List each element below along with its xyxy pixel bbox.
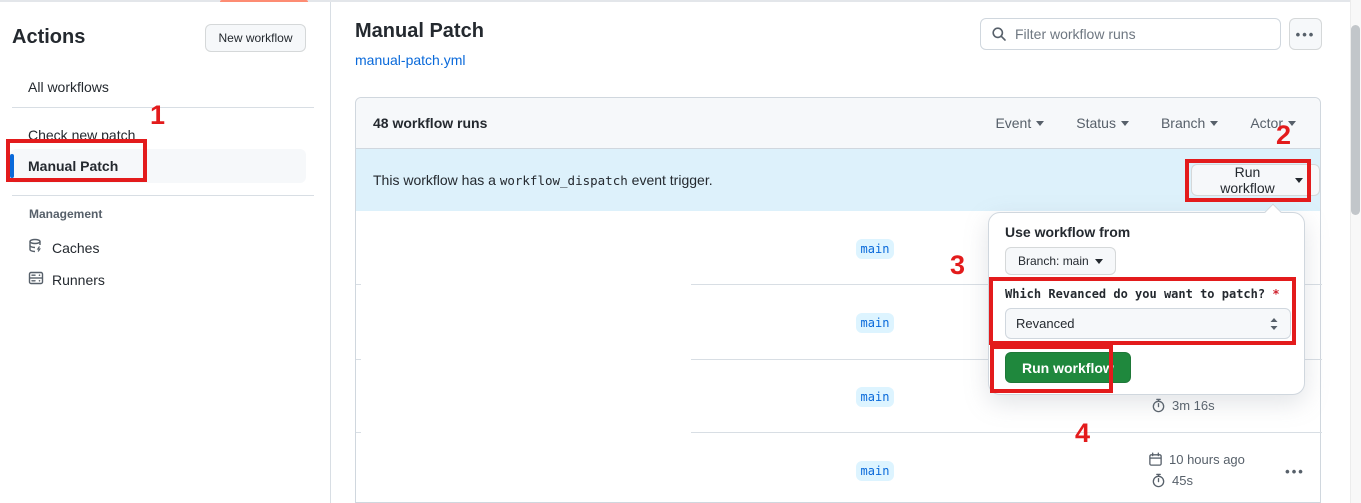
runs-filter-menus: Event Status Branch Actor: [995, 115, 1296, 131]
row-divider: [356, 359, 361, 360]
scrollbar-thumb[interactable]: [1351, 25, 1360, 215]
run-duration-label: 45s: [1172, 473, 1193, 488]
sidebar-divider: [12, 107, 314, 108]
search-icon: [991, 26, 1007, 42]
banner-text-before: This workflow has a: [373, 172, 500, 188]
stopwatch-icon: [1151, 473, 1166, 488]
workflow-input-label: Which Revanced do you want to patch? *: [1005, 287, 1280, 301]
nav-bottom-border: [0, 0, 1361, 2]
sidebar-item-manual-patch[interactable]: [10, 149, 306, 183]
actor-filter-label: Actor: [1250, 115, 1283, 131]
branch-badge[interactable]: main: [856, 461, 894, 481]
run-workflow-popup: Use workflow from Branch: main Which Rev…: [988, 203, 1305, 395]
chevron-down-icon: [1120, 120, 1129, 126]
run-row-kebab-button[interactable]: •••: [1278, 458, 1312, 484]
kebab-horizontal-icon: •••: [1285, 463, 1305, 479]
sidebar-item-runners[interactable]: Runners: [28, 270, 105, 289]
sidebar-title: Actions: [12, 26, 86, 48]
banner-code-text: workflow_dispatch: [499, 173, 628, 188]
branch-badge[interactable]: main: [856, 387, 894, 407]
workflow-input-label-text: Which Revanced do you want to patch?: [1005, 287, 1266, 301]
chevron-down-icon: [1295, 177, 1303, 183]
row-divider: [356, 432, 361, 433]
revanced-select[interactable]: Revanced: [1005, 308, 1291, 339]
stopwatch-icon: [1151, 398, 1166, 413]
run-timestamp: 10 hours ago: [1148, 452, 1245, 467]
sidebar-divider: [12, 195, 314, 196]
annotation-number-3: 3: [950, 250, 966, 280]
required-asterisk: *: [1272, 287, 1280, 301]
workflow-dispatch-banner: This workflow has a workflow_dispatch ev…: [356, 149, 1320, 211]
popup-run-workflow-button[interactable]: Run workflow: [1005, 352, 1131, 383]
annotation-number-4: 4: [1075, 418, 1091, 448]
server-icon: [28, 270, 44, 289]
run-workflow-dropdown-button[interactable]: Run workflow: [1191, 164, 1320, 196]
chevron-down-icon: [1094, 258, 1103, 264]
runs-list-header: 48 workflow runs Event Status Branch Act…: [356, 98, 1320, 149]
status-filter-dropdown[interactable]: Status: [1076, 115, 1129, 131]
branch-filter-label: Branch: [1160, 115, 1206, 131]
annotation-number-2: 2: [1276, 120, 1292, 150]
row-divider: [691, 432, 1322, 433]
run-duration: 3m 16s: [1151, 398, 1215, 413]
kebab-horizontal-icon: •••: [1295, 26, 1316, 42]
event-filter-label: Event: [995, 115, 1032, 131]
run-duration-label: 3m 16s: [1172, 398, 1215, 413]
database-icon: [28, 238, 44, 257]
sidebar-item-runners-label: Runners: [52, 271, 105, 288]
page-title: Manual Patch: [355, 20, 484, 42]
branch-badge[interactable]: main: [856, 239, 894, 259]
page-scrollbar[interactable]: [1350, 0, 1361, 503]
workflow-file-link[interactable]: manual-patch.yml: [355, 52, 466, 68]
sidebar-item-caches[interactable]: Caches: [28, 238, 99, 257]
chevron-down-icon: [1036, 120, 1045, 126]
run-workflow-dropdown-label: Run workflow: [1220, 164, 1275, 196]
run-duration: 45s: [1151, 473, 1193, 488]
chevron-down-icon: [1210, 120, 1219, 126]
sidebar-item-check-new-patch[interactable]: Check new patch: [28, 127, 136, 143]
branch-selector-button[interactable]: Branch: main: [1005, 247, 1116, 275]
calendar-icon: [1148, 452, 1163, 467]
workflow-options-kebab-button[interactable]: •••: [1289, 18, 1322, 50]
banner-text: This workflow has a workflow_dispatch ev…: [373, 172, 713, 188]
actions-sidebar: Actions New workflow All workflows Check…: [0, 2, 331, 503]
chevron-down-icon: [1288, 120, 1296, 126]
row-divider: [356, 284, 361, 285]
new-workflow-button[interactable]: New workflow: [205, 24, 306, 52]
annotation-number-1: 1: [150, 100, 166, 130]
banner-text-after: event trigger.: [627, 172, 713, 188]
status-filter-label: Status: [1076, 115, 1116, 131]
workflow-runs-count: 48 workflow runs: [373, 115, 488, 131]
filter-workflow-runs-input[interactable]: [1015, 26, 1270, 42]
selected-indicator-bar: [10, 154, 14, 178]
sidebar-item-manual-patch-label[interactable]: Manual Patch: [28, 158, 119, 174]
actor-filter-dropdown[interactable]: Actor: [1250, 115, 1296, 131]
use-workflow-from-label: Use workflow from: [1005, 224, 1131, 240]
branch-badge[interactable]: main: [856, 313, 894, 333]
sidebar-item-all-workflows[interactable]: All workflows: [28, 79, 109, 95]
revanced-select-value: Revanced: [1016, 316, 1075, 331]
filter-workflow-runs-box[interactable]: [980, 18, 1281, 50]
branch-filter-dropdown[interactable]: Branch: [1160, 115, 1219, 131]
run-timestamp-label: 10 hours ago: [1169, 452, 1245, 467]
sidebar-item-caches-label: Caches: [52, 239, 100, 256]
branch-selector-label: Branch: main: [1018, 254, 1089, 268]
updown-arrows-icon: [1268, 317, 1280, 331]
event-filter-dropdown[interactable]: Event: [995, 115, 1045, 131]
management-section-title: Management: [29, 207, 103, 221]
